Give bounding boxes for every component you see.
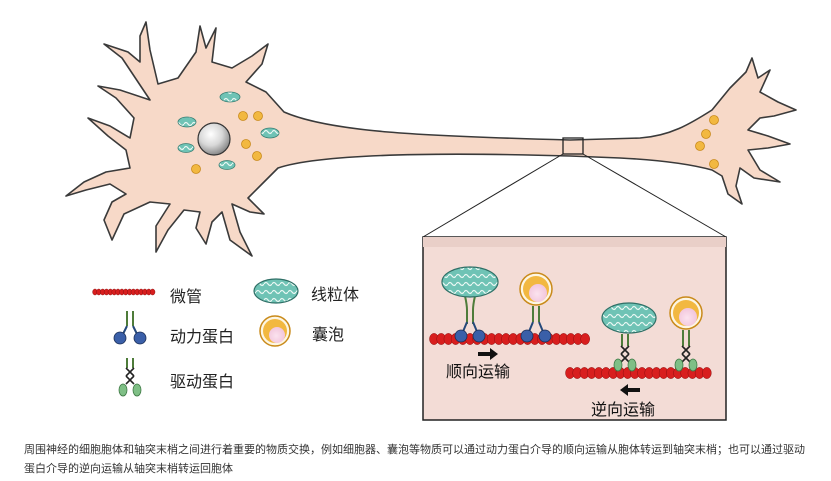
retrograde-arrow	[620, 384, 640, 396]
legend-label-vesicle: 囊泡	[312, 325, 345, 344]
neuron-cell-body	[65, 21, 797, 257]
kinesin-motor-1	[454, 295, 486, 343]
legend-vesicle-icon	[259, 315, 291, 347]
zoom-mitochondrion-1	[441, 266, 499, 298]
zoom-vesicle-1	[519, 272, 553, 306]
legend-kinesin-icon	[113, 311, 147, 345]
legend-dynein-icon	[118, 358, 142, 397]
dynein-motor-1	[613, 334, 637, 372]
zoom-marker	[562, 137, 584, 155]
legend	[92, 278, 299, 397]
soma-mitochondria	[177, 91, 280, 170]
legend-label-dynein: 驱动蛋白	[170, 372, 235, 391]
terminal-vesicles	[695, 115, 719, 169]
retrograde-label: 逆向运输	[591, 400, 656, 419]
soma-vesicles	[191, 111, 263, 174]
zoom-line-left	[422, 153, 564, 238]
legend-microtubule-icon	[92, 288, 156, 296]
legend-label-microtubule: 微管	[170, 287, 203, 306]
legend-label-kinesin: 动力蛋白	[170, 327, 235, 346]
zoom-vesicle-2	[669, 296, 703, 330]
kinesin-motor-2	[520, 306, 552, 343]
anterograde-label: 顺向运输	[446, 362, 511, 381]
anterograde-arrow	[478, 348, 498, 360]
legend-label-mitochondrion: 线粒体	[311, 285, 360, 304]
nucleus	[197, 122, 231, 156]
figure-caption: 周围神经的细胞胞体和轴突末梢之间进行着重要的物质交换，例如细胞器、囊泡等物质可以…	[24, 443, 805, 475]
dynein-motor-2	[674, 330, 698, 372]
zoom-mitochondrion-2	[601, 302, 657, 334]
zoom-panel	[422, 236, 727, 421]
legend-mitochondrion-icon	[253, 278, 299, 304]
zoom-line-right	[582, 153, 727, 238]
